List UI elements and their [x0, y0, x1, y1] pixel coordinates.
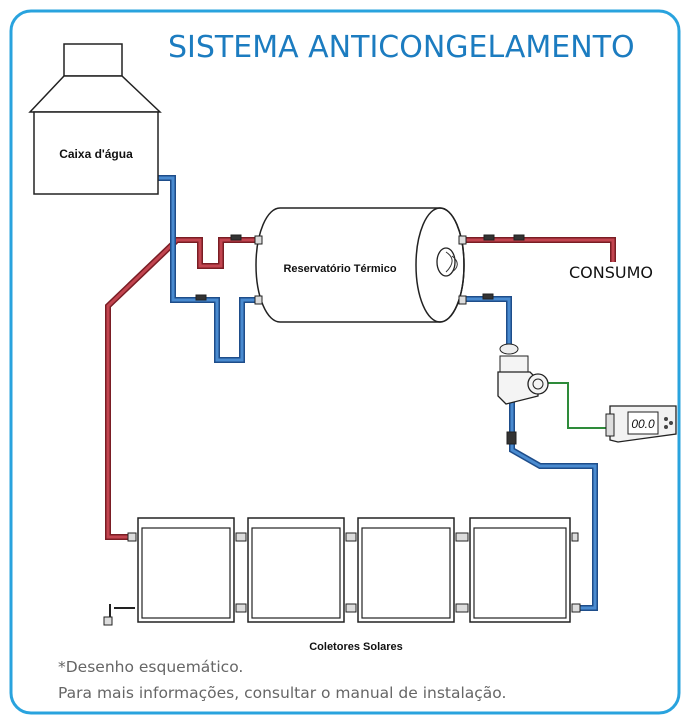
- circulation-pump: [497, 343, 549, 405]
- valves: [195, 234, 525, 445]
- consumption-label: CONSUMO: [569, 263, 653, 282]
- collectors-label: Coletores Solares: [309, 641, 403, 653]
- solar-collector-3: [357, 517, 455, 623]
- temperature-controller: 00.0: [605, 405, 677, 443]
- solar-collectors: [103, 517, 581, 626]
- controller-display: 00.0: [631, 417, 655, 431]
- reservoir-label: Reservatório Térmico: [283, 263, 396, 275]
- solar-collector-2: [247, 517, 345, 623]
- schematic-note: *Desenho esquemático.: [58, 658, 244, 676]
- thermal-reservoir: [254, 207, 467, 323]
- water-tank-label: Caixa d'água: [59, 147, 133, 161]
- page-title: SISTEMA ANTICONGELAMENTO: [168, 30, 635, 65]
- collector-connectors: [127, 532, 581, 613]
- manual-note: Para mais informações, consultar o manua…: [58, 684, 507, 702]
- drain-valve: [103, 604, 135, 626]
- solar-collector-4: [469, 517, 571, 623]
- hot-water-pipes: [105, 237, 616, 540]
- controller-wire: [548, 382, 612, 429]
- water-tank: [28, 43, 162, 195]
- solar-collector-1: [137, 517, 235, 623]
